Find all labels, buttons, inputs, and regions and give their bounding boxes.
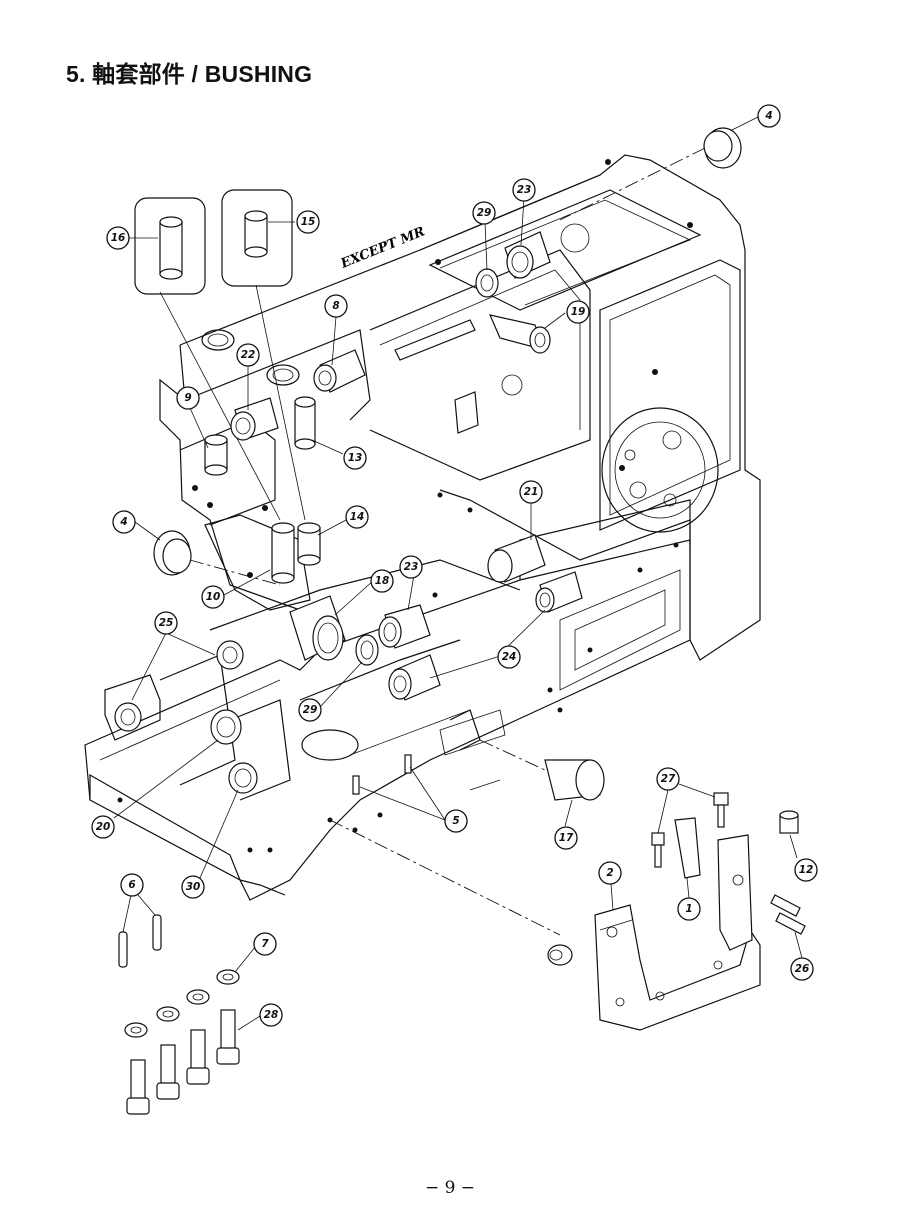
bushing-13 — [294, 396, 316, 450]
bushing-30 — [228, 762, 258, 794]
washer-29-top — [475, 268, 499, 298]
callout-29-top: 29 — [472, 201, 496, 225]
svg-text:17: 17 — [559, 832, 574, 844]
washer-7 — [124, 969, 240, 1038]
bracket-part-1 — [674, 817, 701, 879]
svg-text:15: 15 — [301, 216, 316, 228]
screw-27 — [651, 792, 729, 868]
callout-23-lower: 23 — [399, 555, 423, 579]
callout-4-left: 4 — [112, 510, 136, 534]
callout-1: 1 — [677, 897, 701, 921]
bolt-28 — [126, 1009, 240, 1115]
callout-20: 20 — [91, 815, 115, 839]
bushing-17 — [544, 759, 605, 801]
svg-text:8: 8 — [332, 300, 339, 312]
bushing-23-lower — [378, 604, 431, 649]
callout-26: 26 — [790, 957, 814, 981]
bushing-15 — [244, 210, 268, 258]
callout-6: 6 — [120, 873, 144, 897]
bushing-18 — [289, 595, 346, 661]
bushing-10 — [271, 522, 295, 584]
callout-19: 19 — [566, 300, 590, 324]
callout-10: 10 — [201, 585, 225, 609]
bushing-24 — [388, 571, 583, 701]
callout-23-top: 23 — [512, 178, 536, 202]
callout-15: 15 — [296, 210, 320, 234]
svg-text:19: 19 — [571, 306, 586, 318]
cap-plug-4-top — [703, 127, 742, 169]
svg-text:30: 30 — [186, 881, 201, 893]
svg-text:1: 1 — [685, 903, 692, 915]
callout-30: 30 — [181, 875, 205, 899]
bushing-25 — [114, 640, 244, 732]
callout-14: 14 — [345, 505, 369, 529]
upright-bracket — [717, 834, 753, 951]
callout-24: 24 — [497, 645, 521, 669]
callout-9: 9 — [176, 386, 200, 410]
cap-plug-4-left — [153, 530, 192, 576]
callout-22: 22 — [236, 343, 260, 367]
svg-text:23: 23 — [404, 561, 419, 573]
small-bushing-lower — [547, 944, 573, 966]
bushing-12 — [779, 810, 799, 834]
bushing-16 — [159, 216, 183, 280]
svg-text:5: 5 — [452, 815, 459, 827]
svg-text:12: 12 — [799, 864, 814, 876]
callout-29-lower: 29 — [298, 698, 322, 722]
callout-7: 7 — [253, 932, 277, 956]
svg-text:4: 4 — [119, 516, 127, 528]
callout-17: 17 — [554, 826, 578, 850]
callout-13: 13 — [343, 446, 367, 470]
page-number: − 9 − — [424, 1178, 476, 1198]
bushing-21 — [487, 534, 546, 583]
svg-text:13: 13 — [348, 452, 363, 464]
svg-text:18: 18 — [375, 575, 390, 587]
bushing-19 — [488, 314, 551, 354]
svg-text:16: 16 — [111, 232, 126, 244]
callout-16: 16 — [106, 226, 130, 250]
bushing-14 — [297, 522, 321, 566]
svg-text:27: 27 — [661, 773, 676, 785]
svg-text:9: 9 — [184, 392, 191, 404]
svg-text:25: 25 — [159, 617, 174, 629]
callout-12: 12 — [794, 858, 818, 882]
callout-18: 18 — [370, 569, 394, 593]
bushing-20 — [210, 709, 242, 745]
callout-5: 5 — [444, 809, 468, 833]
washer-29-lower — [355, 634, 379, 666]
svg-text:26: 26 — [795, 963, 810, 975]
svg-text:14: 14 — [350, 511, 365, 523]
svg-text:6: 6 — [128, 879, 135, 891]
svg-text:28: 28 — [264, 1009, 279, 1021]
svg-text:4: 4 — [764, 110, 772, 122]
callout-27: 27 — [656, 767, 680, 791]
callout-8: 8 — [324, 294, 348, 318]
bushing-8 — [313, 349, 366, 393]
callout-4-top: 4 — [757, 104, 781, 128]
callout-28: 28 — [259, 1003, 283, 1027]
svg-text:23: 23 — [517, 184, 532, 196]
leader-lines — [113, 116, 803, 1031]
svg-text:10: 10 — [206, 591, 221, 603]
svg-text:29: 29 — [303, 704, 318, 716]
pin-5 — [352, 754, 412, 795]
bushing-22 — [230, 397, 279, 441]
svg-text:7: 7 — [261, 938, 269, 950]
callout-2: 2 — [598, 861, 622, 885]
machine-body — [84, 154, 761, 901]
callout-25: 25 — [154, 611, 178, 635]
bushing-9 — [204, 434, 228, 476]
callout-21: 21 — [519, 480, 543, 504]
svg-text:2: 2 — [606, 867, 613, 879]
svg-text:20: 20 — [96, 821, 111, 833]
page-title: 5. 軸套部件 / BUSHING — [66, 61, 313, 87]
bushing-23-top — [504, 231, 551, 279]
screw-26 — [770, 894, 806, 935]
svg-text:24: 24 — [502, 651, 517, 663]
svg-text:21: 21 — [524, 486, 539, 498]
svg-text:22: 22 — [241, 349, 256, 361]
svg-text:29: 29 — [477, 207, 492, 219]
